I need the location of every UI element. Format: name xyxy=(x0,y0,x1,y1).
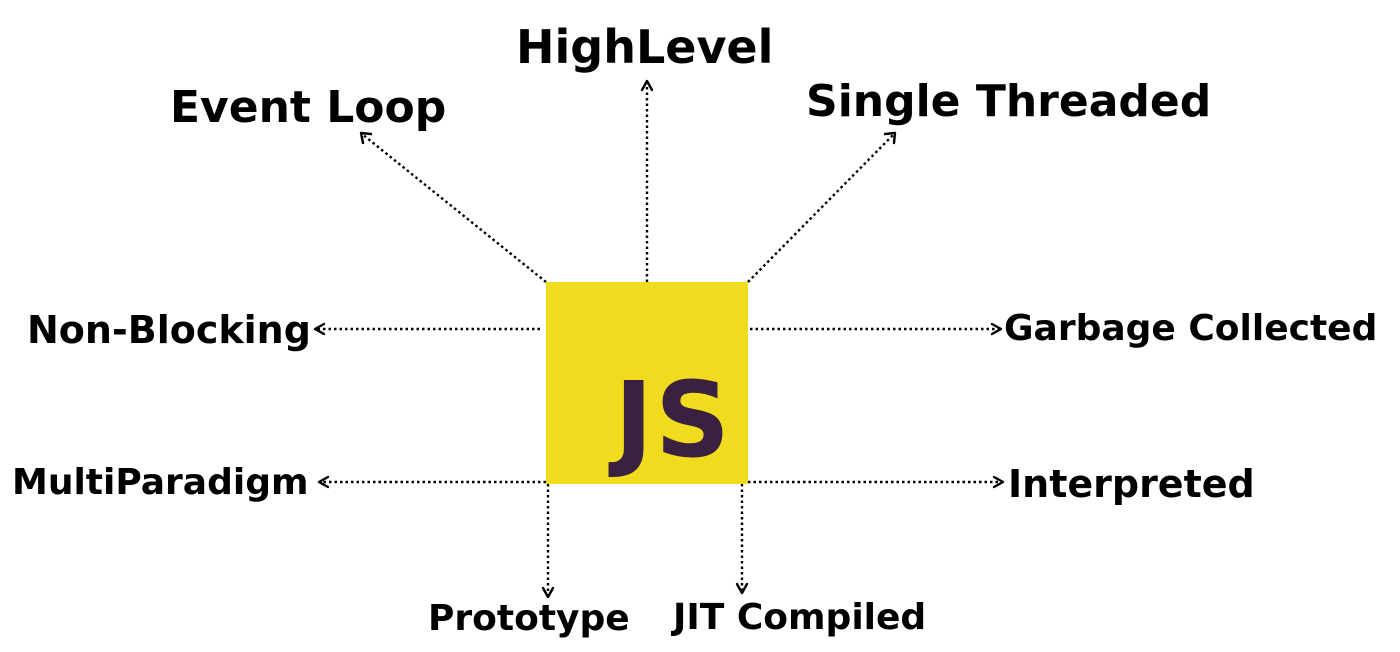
label-non-blocking: Non-Blocking xyxy=(27,308,311,352)
arrowhead-non-blocking xyxy=(313,322,326,336)
label-single-threaded: Single Threaded xyxy=(806,76,1212,127)
arrowhead-prototype xyxy=(541,586,555,599)
label-highlevel: HighLevel xyxy=(516,20,774,74)
label-garbage-collected: Garbage Collected xyxy=(1004,308,1378,349)
arrowhead-interpreted xyxy=(992,475,1005,489)
label-interpreted: Interpreted xyxy=(1008,462,1255,506)
arrowhead-single-threaded xyxy=(883,131,897,145)
js-logo: JS xyxy=(546,282,748,484)
label-prototype: Prototype xyxy=(428,598,630,639)
js-logo-text: JS xyxy=(614,359,732,481)
arrowhead-multiparadigm xyxy=(317,475,330,489)
arrowhead-highlevel xyxy=(640,79,654,92)
arrowhead-garbage-collected xyxy=(990,322,1003,336)
label-multiparadigm: MultiParadigm xyxy=(12,462,309,503)
arrow-to-event-loop xyxy=(361,133,547,283)
arrowhead-jit-compiled xyxy=(735,582,749,595)
arrowhead-event-loop xyxy=(359,131,373,145)
label-jit-compiled: JIT Compiled xyxy=(673,597,927,638)
arrow-to-single-threaded xyxy=(747,133,895,283)
label-event-loop: Event Loop xyxy=(170,82,447,133)
